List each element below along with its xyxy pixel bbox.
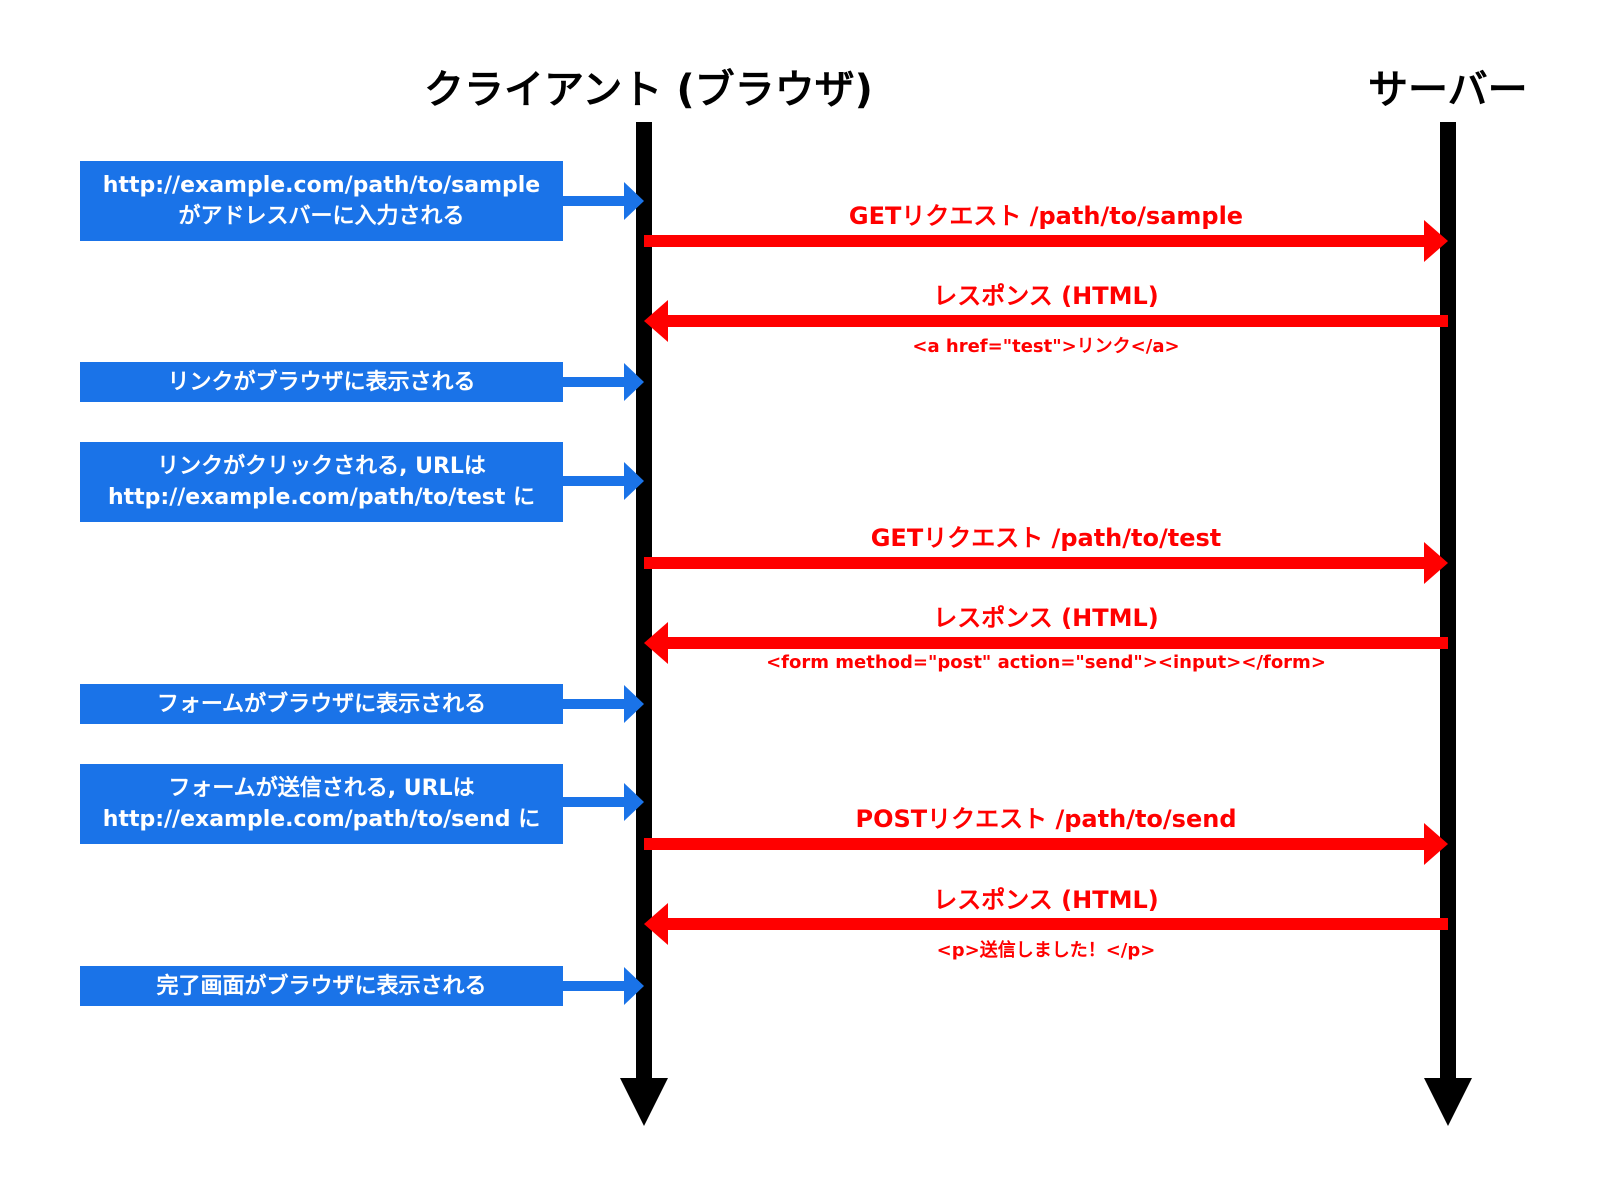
event-arrow (563, 783, 644, 821)
event-text: http://example.com/path/to/test に (107, 485, 536, 510)
message-label: POSTリクエスト /path/to/send (855, 805, 1237, 833)
message-label: レスポンス (HTML) (933, 282, 1159, 310)
client-lifeline-title: クライアント (ブラウザ) (424, 67, 873, 113)
message-sublabel: <form method="post" action="send"><input… (766, 652, 1326, 673)
response-arrow (644, 903, 1448, 945)
event-box-link-clicked: リンクがクリックされる, URLは http://example.com/pat… (80, 442, 563, 522)
response-arrow (644, 300, 1448, 342)
event-text: リンクがクリックされる, URLは (157, 454, 486, 479)
message-label: GETリクエスト /path/to/sample (848, 202, 1244, 230)
request-arrow (644, 220, 1448, 262)
event-box-link-shown: リンクがブラウザに表示される (80, 362, 563, 402)
message-label: レスポンス (HTML) (933, 886, 1159, 914)
event-text: http://example.com/path/to/sample (102, 173, 541, 198)
event-text: フォームがブラウザに表示される (156, 691, 487, 717)
event-text: リンクがブラウザに表示される (167, 369, 476, 395)
event-text: 完了画面がブラウザに表示される (156, 973, 487, 999)
event-box-form-shown: フォームがブラウザに表示される (80, 684, 563, 724)
message-label: レスポンス (HTML) (933, 604, 1159, 632)
message-label: GETリクエスト /path/to/test (870, 524, 1222, 552)
event-arrow (563, 685, 644, 723)
event-box-complete-shown: 完了画面がブラウザに表示される (80, 966, 563, 1006)
event-arrow (563, 967, 644, 1005)
message-sublabel: <p>送信しました！</p> (936, 940, 1156, 961)
event-arrow (563, 363, 644, 401)
event-text: http://example.com/path/to/send に (102, 807, 541, 832)
event-text: フォームが送信される, URLは (168, 776, 475, 801)
request-arrow (644, 823, 1448, 865)
request-arrow (644, 542, 1448, 584)
server-lifeline-title: サーバー (1368, 67, 1528, 113)
event-box-form-submitted: フォームが送信される, URLは http://example.com/path… (80, 764, 563, 844)
message-sublabel: <a href="test">リンク</a> (912, 336, 1180, 357)
event-arrow (563, 182, 644, 220)
client-lifeline-arrowhead (620, 1078, 668, 1126)
server-lifeline-arrowhead (1424, 1078, 1472, 1126)
event-box-address-entered: http://example.com/path/to/sample がアドレスバ… (80, 161, 563, 241)
event-text: がアドレスバーに入力される (178, 204, 465, 229)
event-arrow (563, 462, 644, 500)
response-arrow (644, 622, 1448, 664)
